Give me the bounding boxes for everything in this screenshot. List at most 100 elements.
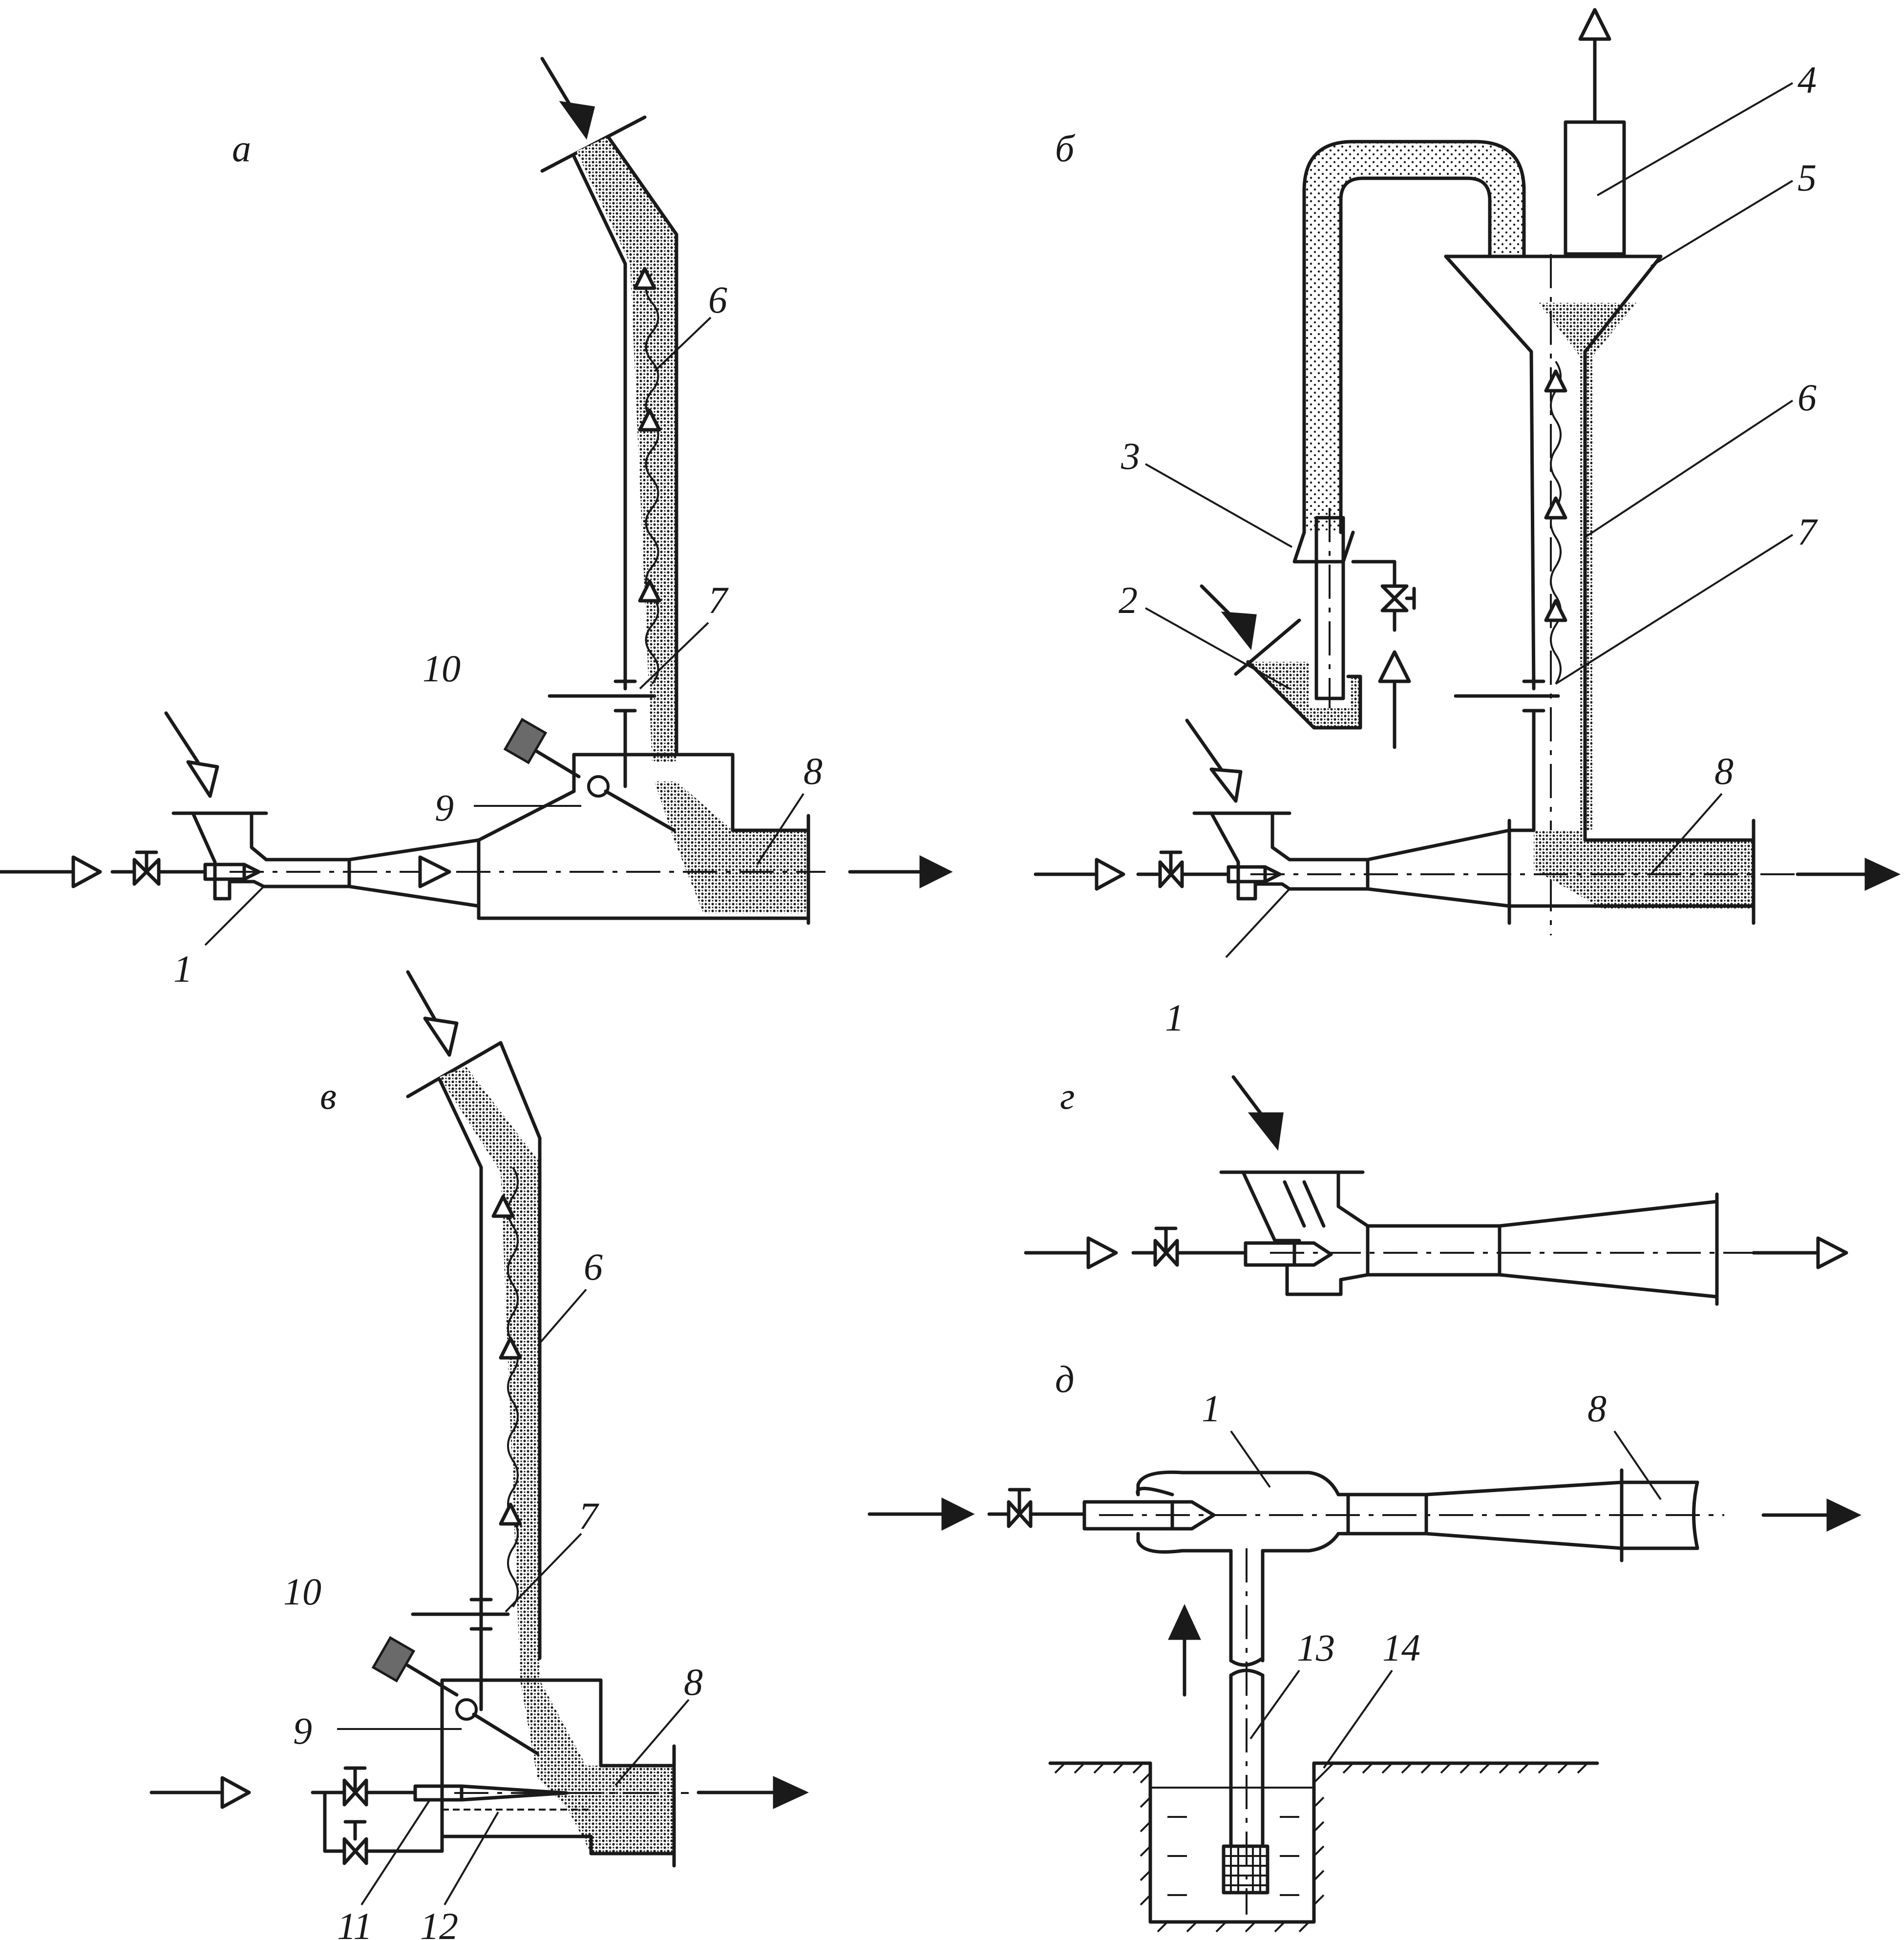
diffuser-bottom-a	[264, 885, 481, 908]
open-arrow-icon	[186, 760, 219, 798]
open-arrow-icon	[1378, 650, 1411, 683]
receiver-3-b	[1292, 530, 1355, 564]
diffuser-top-d	[1346, 1480, 1624, 1497]
diffuser-top-b	[1288, 828, 1511, 862]
flap-pivot-9-v	[455, 1698, 478, 1721]
ground-hatching-d	[1054, 1762, 1588, 1933]
panel-b: б	[1034, 8, 1901, 1039]
chamber-1-bottom-d	[1136, 1532, 1350, 1554]
cone-5-left-b	[1444, 254, 1663, 859]
label-5-b: 5	[1798, 156, 1817, 199]
ejector-body-g	[1285, 1263, 1343, 1296]
label-14-d: 14	[1382, 1626, 1420, 1669]
overflow-pipe-inner-b	[1339, 176, 1492, 520]
chamber-bottom-v	[440, 1795, 676, 1856]
label-8-a: 8	[804, 750, 823, 792]
valve-icon	[1158, 860, 1184, 888]
air-pipe-4-b	[1564, 120, 1626, 256]
label-13-d: 13	[1297, 1626, 1335, 1669]
open-arrow-icon	[499, 1502, 522, 1526]
overflow-pipe-fill-b	[1304, 142, 1524, 532]
flap-9-v	[472, 1712, 539, 1755]
material-fill-riser-v	[440, 1067, 540, 1680]
diffuser-bottom-g	[1366, 1273, 1719, 1299]
label-10-a: 10	[423, 647, 461, 690]
open-arrow-icon	[1086, 1236, 1118, 1269]
open-arrow-icon	[1578, 8, 1611, 41]
solid-arrow-icon	[1826, 1498, 1862, 1532]
label-9-v: 9	[293, 1709, 312, 1752]
open-arrow-icon	[220, 1776, 251, 1809]
riser-wall-right-a	[606, 135, 678, 757]
diffuser-top-g	[1366, 1200, 1719, 1228]
valve-icon	[342, 1778, 368, 1807]
counterweight-icon	[503, 717, 548, 764]
chamber-top-right-a	[675, 753, 810, 832]
feed-hopper-2-b	[1246, 660, 1362, 730]
label-2-b: 2	[1119, 579, 1138, 621]
valve-icon	[1153, 1239, 1179, 1267]
label-3-b: 3	[1121, 435, 1140, 477]
open-arrow-icon	[633, 267, 656, 290]
lever-10-v	[406, 1664, 459, 1697]
diffuser-bottom-b	[1288, 887, 1511, 908]
panel-g: г	[1024, 1075, 1848, 1306]
solid-arrow-icon	[1221, 612, 1257, 651]
open-arrow-icon	[1816, 1236, 1848, 1269]
strainer-d	[1222, 1844, 1269, 1895]
flap-9-a	[604, 789, 676, 832]
flap-pivot-9-a	[587, 775, 610, 798]
label-9-a: 9	[435, 786, 454, 829]
counterweight-icon	[371, 1636, 416, 1683]
label-10-v: 10	[283, 1570, 321, 1613]
cone-5-right-b	[1444, 254, 1536, 691]
open-arrow-icon	[491, 1195, 515, 1218]
panel-letter-a: а	[232, 127, 251, 169]
label-6-b: 6	[1798, 376, 1817, 419]
label-1-d: 1	[1202, 1387, 1221, 1430]
panel-letter-d: д	[1055, 1358, 1074, 1400]
ejector-body-1-b	[1209, 811, 1257, 901]
open-arrow-icon	[1544, 599, 1567, 622]
open-arrow-icon	[499, 1336, 522, 1360]
panel-letter-g: г	[1060, 1075, 1075, 1117]
panel-v: в	[149, 970, 809, 1940]
open-arrow-icon	[71, 855, 102, 888]
nozzle-g	[1244, 1241, 1296, 1267]
open-arrow-icon	[1544, 496, 1567, 520]
label-8-v: 8	[684, 1661, 703, 1703]
material-fill-riser-a	[576, 137, 677, 762]
label-6-a: 6	[708, 278, 727, 321]
lever-10-a	[528, 745, 581, 779]
flow-line-v	[507, 1166, 519, 1608]
label-1-a: 1	[173, 948, 192, 990]
material-fill-outlet-v	[520, 1680, 674, 1854]
label-6-v: 6	[584, 1245, 603, 1288]
ejector-body-1-a	[191, 811, 232, 901]
panel-a: а	[0, 57, 953, 990]
open-arrow-icon	[638, 579, 661, 603]
open-arrow-icon	[1209, 767, 1243, 803]
solid-arrow-icon	[773, 1776, 809, 1809]
solid-arrow-icon	[941, 1497, 975, 1531]
solid-arrow-icon	[1248, 1112, 1284, 1151]
valve-icon	[342, 1837, 368, 1865]
panel-d: д	[867, 1358, 1862, 1933]
label-4-b: 4	[1798, 59, 1817, 101]
diffuser-bottom-d	[1346, 1532, 1624, 1550]
open-arrow-icon	[418, 855, 451, 888]
flow-line-b	[1550, 360, 1562, 685]
riser-wall-right-v	[499, 1041, 542, 1660]
riser-wall-left-v	[438, 1077, 483, 1638]
feed-arrow-shaft-a	[540, 57, 573, 109]
solid-arrow-icon	[1864, 858, 1901, 891]
panel-letter-b: б	[1055, 127, 1076, 169]
solid-arrow-icon	[919, 855, 953, 889]
label-7-b: 7	[1798, 510, 1818, 553]
valve-icon	[1380, 584, 1409, 612]
solid-arrow-icon	[559, 101, 595, 140]
open-arrow-icon	[1544, 369, 1567, 393]
pit-14-d	[1148, 1761, 1316, 1924]
valve-icon	[1007, 1500, 1033, 1528]
